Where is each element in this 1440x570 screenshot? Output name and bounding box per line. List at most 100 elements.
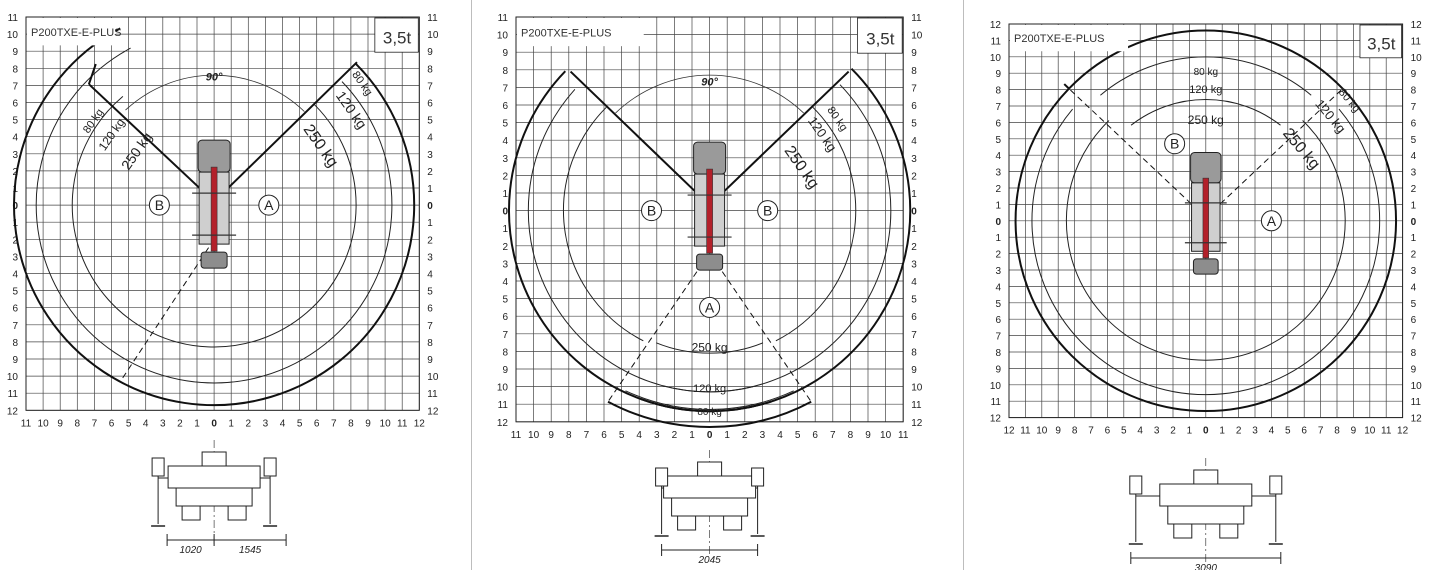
dimension-label: 2045 — [697, 555, 721, 566]
x-axis-tick-label: 8 — [566, 430, 572, 441]
y-axis-tick-label-left: 7 — [12, 81, 18, 92]
y-axis-tick-label-right: 8 — [427, 338, 433, 349]
x-axis-tick-label: 4 — [1137, 426, 1143, 437]
envelope-rear-120kg — [625, 390, 794, 410]
load-label: 250 kg — [781, 143, 822, 192]
y-axis-tick-label-right: 4 — [911, 136, 917, 147]
y-axis-tick-label-right: 5 — [1411, 135, 1417, 146]
y-axis-tick-label-right: 11 — [427, 13, 438, 24]
y-axis-tick-label-left: 12 — [990, 20, 1002, 31]
y-axis-tick-label-right: 8 — [1411, 348, 1417, 359]
sector-divider-right — [1205, 88, 1343, 218]
boom-turret — [1193, 469, 1219, 485]
model-name: P200TXE-E-PLUS — [521, 27, 611, 39]
y-axis-tick-label-right: 3 — [427, 150, 433, 161]
y-axis-tick-label-left: 7 — [502, 83, 508, 94]
x-axis-tick-label: 1 — [194, 418, 200, 429]
envelope-left-80kg — [508, 70, 772, 413]
zone-marker — [757, 200, 779, 222]
truck-top-view — [192, 139, 237, 269]
zone-label: A — [705, 299, 715, 315]
angle-arc — [125, 74, 305, 112]
y-axis-tick-label-left: 2 — [995, 184, 1001, 195]
y-axis-tick-label-right: 8 — [911, 347, 917, 358]
y-axis-tick-label-right: 11 — [911, 400, 922, 411]
y-axis-tick-label-left: 5 — [12, 287, 18, 298]
y-axis-tick-label-left: 9 — [12, 355, 18, 366]
x-axis-tick-label: 2 — [246, 418, 252, 429]
y-axis-tick-label-right: 1 — [427, 184, 433, 195]
envelope-250kg — [71, 96, 357, 348]
x-axis-tick-label: 4 — [1269, 426, 1275, 437]
y-axis-tick-label-right: 5 — [427, 287, 433, 298]
boundary-right — [213, 61, 358, 203]
y-axis-tick-label-left: 11 — [8, 389, 19, 400]
y-axis-tick-label-right: 10 — [1411, 381, 1423, 392]
y-axis-tick-label-right: 9 — [1411, 69, 1417, 80]
y-axis-tick-label-left: 3 — [502, 154, 508, 165]
boom-turret — [201, 451, 227, 467]
working-area — [13, 27, 416, 407]
x-axis-tick-label: 9 — [365, 418, 371, 429]
y-axis-tick-label-right: 11 — [911, 13, 922, 24]
truck-chassis — [175, 487, 253, 507]
envelope-rear-80kg — [607, 400, 812, 429]
platform-basket — [696, 253, 724, 271]
truck-rear-view: 2045 — [654, 450, 765, 566]
boundary-left-cap — [87, 63, 97, 85]
y-axis-tick-label-left: 10 — [990, 381, 1002, 392]
y-axis-tick-label-right: 7 — [427, 81, 433, 92]
load-label: 250 kg — [300, 122, 341, 171]
zone-marker — [641, 200, 663, 222]
y-axis-tick-label-left: 4 — [502, 277, 508, 288]
platform-basket — [200, 251, 228, 269]
y-axis-tick-label-left: 4 — [12, 270, 18, 281]
boundary-right — [708, 70, 850, 207]
wheel-right — [723, 515, 743, 531]
y-axis-tick-label-left: 2 — [995, 250, 1001, 261]
sector-divider — [119, 239, 215, 383]
y-axis-tick-label-left: 10 — [7, 30, 19, 41]
y-axis-tick-label-right: 7 — [1411, 332, 1417, 343]
y-axis-tick-label-right: 4 — [1411, 282, 1417, 293]
x-axis-tick-label: 1 — [1219, 426, 1225, 437]
x-axis-tick-label: 3 — [654, 430, 660, 441]
y-axis-tick-label-right: 4 — [427, 270, 433, 281]
working-area — [1014, 29, 1398, 413]
boundary-left — [88, 83, 215, 203]
y-axis-tick-label-left: 2 — [12, 235, 18, 246]
y-axis-tick-label-left: 4 — [502, 136, 508, 147]
zone-marker — [258, 194, 280, 216]
x-axis-tick-label: 7 — [92, 418, 98, 429]
envelope-250kg — [1065, 120, 1346, 361]
load-label: 80 kg — [81, 107, 106, 136]
x-axis-tick-label: 7 — [1088, 426, 1094, 437]
y-axis-tick-label-left: 6 — [995, 315, 1001, 326]
y-axis-tick-label-left: 9 — [995, 69, 1001, 80]
y-axis-tick-label-left: 9 — [502, 365, 508, 376]
y-axis-tick-label-right: 2 — [427, 167, 433, 178]
y-axis-tick-label-left: 8 — [502, 66, 508, 77]
x-axis-tick-label: 11 — [898, 430, 909, 441]
x-axis-tick-label: 8 — [1334, 426, 1340, 437]
x-axis-tick-label: 7 — [830, 430, 836, 441]
y-axis-tick-label-right: 5 — [911, 119, 917, 130]
zone-marker — [1164, 133, 1186, 155]
zone-marker — [148, 194, 170, 216]
wheel-left — [181, 505, 201, 521]
y-axis-tick-label-right: 5 — [1411, 299, 1417, 310]
truck-deck — [1159, 483, 1253, 507]
x-axis-tick-label: 2 — [177, 418, 183, 429]
y-axis-tick-label-right: 4 — [911, 277, 917, 288]
outrigger-cylinder — [263, 457, 277, 477]
truck-chassis — [671, 497, 749, 517]
y-axis-tick-label-left: 8 — [995, 86, 1001, 97]
y-axis-tick-label-left: 11 — [8, 13, 19, 24]
dimension-label: 1545 — [239, 545, 262, 556]
y-axis-tick-label-left: 1 — [995, 233, 1001, 244]
angle-arc — [615, 74, 804, 114]
x-axis-tick-label: 6 — [109, 418, 115, 429]
